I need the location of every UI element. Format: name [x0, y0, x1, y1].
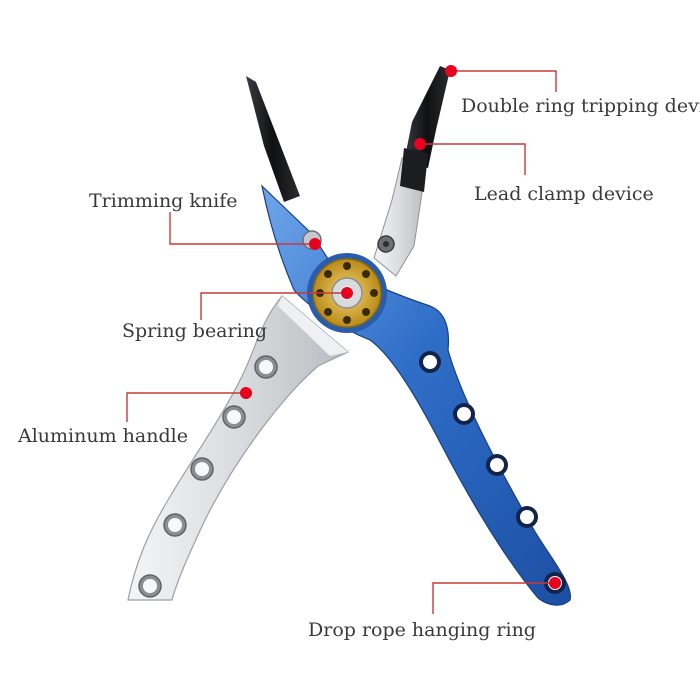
red-dot-icon [341, 287, 353, 299]
red-dot-icon [240, 387, 252, 399]
label-trimming-knife: Trimming knife [89, 190, 237, 212]
leader-double-ring [451, 70, 557, 92]
leader-spring-bearing [200, 292, 347, 320]
aluminum-handle-arm [127, 295, 350, 601]
label-aluminum-handle: Aluminum handle [17, 425, 188, 447]
leader-lead-clamp [420, 143, 526, 175]
red-dot-icon [414, 138, 426, 150]
marker-dots [240, 65, 561, 589]
label-lead-clamp: Lead clamp device [474, 183, 654, 205]
label-double-ring: Double ring tripping device [461, 95, 700, 117]
red-dot-icon [445, 65, 457, 77]
red-dot-icon [309, 238, 321, 250]
label-spring-bearing: Spring bearing [122, 320, 267, 342]
right-jaw [373, 66, 450, 277]
label-drop-rope: Drop rope hanging ring [308, 619, 536, 641]
leader-drop-rope [432, 582, 555, 614]
red-dot-icon [549, 577, 561, 589]
leader-trimming-knife [169, 212, 315, 245]
callout-leaders [126, 70, 557, 614]
leader-aluminum-handle [126, 392, 246, 422]
